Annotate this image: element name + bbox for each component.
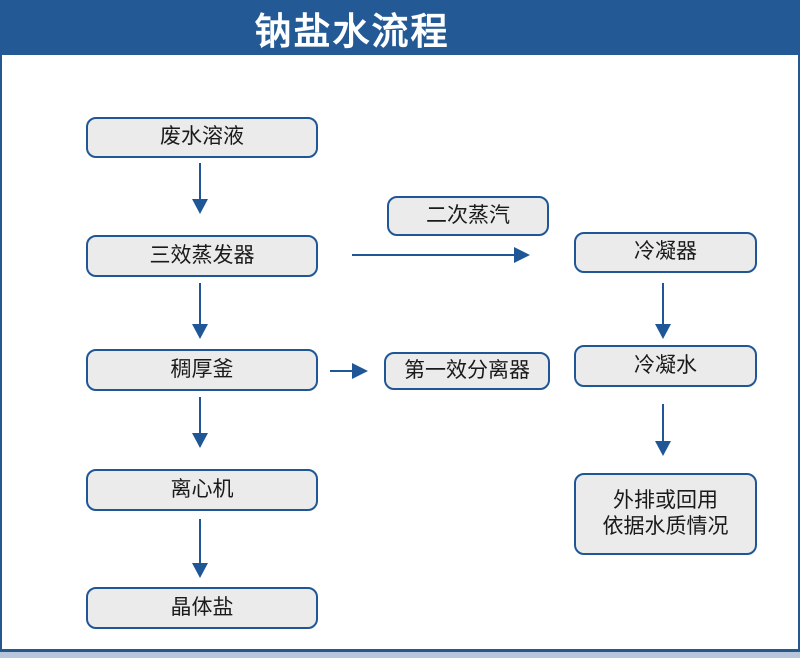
node-label: 离心机 <box>170 477 234 501</box>
node-label: 稠厚釜 <box>170 357 234 381</box>
node-label: 三效蒸发器 <box>149 243 255 267</box>
title-bar: 钠盐水流程 <box>0 0 800 55</box>
node-label: 依据水质情况 <box>602 515 729 538</box>
node-label: 第一效分离器 <box>404 358 530 382</box>
node-label: 冷凝器 <box>634 240 697 264</box>
node-crystal-salt: 晶体盐 <box>86 587 318 629</box>
node-discharge-or-reuse: 外排或回用 依据水质情况 <box>574 473 757 555</box>
node-condenser: 冷凝器 <box>574 232 757 273</box>
diagram-area: 废水溶液 三效蒸发器 二次蒸汽 冷凝器 稠厚釜 第一效分离器 冷凝水 离心机 外… <box>0 55 800 652</box>
node-label: 晶体盐 <box>170 595 234 619</box>
node-condensate-water: 冷凝水 <box>574 345 757 387</box>
node-centrifuge: 离心机 <box>86 469 318 511</box>
node-label: 二次蒸汽 <box>426 203 510 227</box>
bottom-bar <box>0 652 800 658</box>
node-waste-solution: 废水溶液 <box>86 117 318 158</box>
node-first-effect-separator: 第一效分离器 <box>384 352 550 390</box>
node-label: 外排或回用 <box>613 488 718 512</box>
node-triple-effect-evaporator: 三效蒸发器 <box>86 235 318 277</box>
node-thickening-kettle: 稠厚釜 <box>86 349 318 391</box>
node-label: 冷凝水 <box>634 353 697 377</box>
node-label: 废水溶液 <box>160 125 244 149</box>
node-secondary-steam: 二次蒸汽 <box>387 196 549 236</box>
page-title: 钠盐水流程 <box>254 10 450 52</box>
